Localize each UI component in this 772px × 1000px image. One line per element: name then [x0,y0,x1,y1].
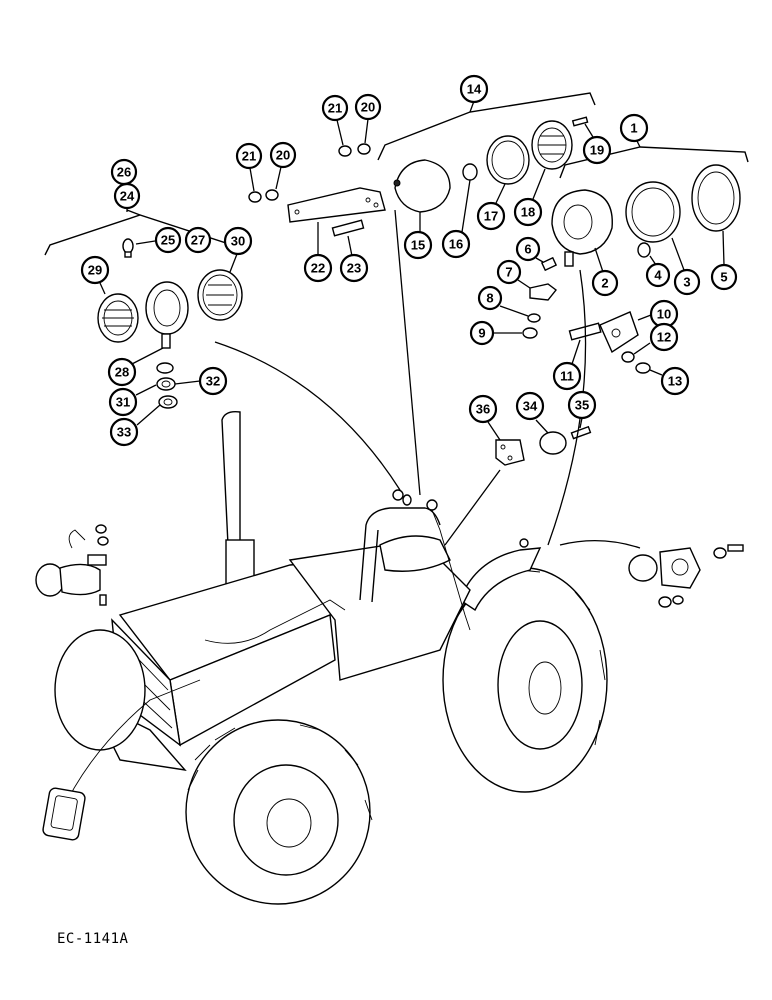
svg-text:1: 1 [630,121,637,136]
svg-text:7: 7 [505,265,512,280]
svg-text:35: 35 [575,398,589,413]
svg-text:6: 6 [524,242,531,257]
svg-text:9: 9 [478,326,485,341]
svg-text:24: 24 [120,189,135,204]
callout-18: 18 [513,168,546,227]
callout-14: 14 [459,74,489,113]
callout-25: 25 [135,226,182,254]
svg-text:5: 5 [720,270,727,285]
callout-3: 3 [671,237,701,296]
callout-29: 29 [80,255,110,295]
callout-6: 6 [515,236,544,263]
callout-10: 10 [637,299,679,329]
tail-lamp-part [42,787,86,841]
callout-26: 26 [110,158,138,186]
callout-2: 2 [591,247,619,297]
svg-text:25: 25 [161,233,175,248]
callout-20-lower: 20 [269,141,297,190]
callout-7: 7 [496,259,531,289]
svg-text:10: 10 [657,307,671,322]
callout-24: 24 [113,182,141,212]
cab-light-parts [495,425,592,466]
figure-code: EC-1141A [57,931,129,947]
callout-17: 17 [476,183,506,231]
svg-text:12: 12 [657,330,671,345]
upper-lamp-assembly [248,116,589,237]
callout-21-upper: 21 [321,94,349,146]
callout-32: 32 [174,366,228,396]
callout-20-upper: 20 [354,93,382,144]
svg-text:11: 11 [560,369,574,384]
callout-34: 34 [515,391,549,434]
callout-9: 9 [469,320,522,346]
callout-35: 35 [567,390,597,429]
callouts: 1 2 3 4 5 6 [80,74,738,447]
callout-11: 11 [552,339,582,391]
callout-27: 27 [184,226,212,254]
callout-28: 28 [107,347,164,387]
svg-text:2: 2 [601,276,608,291]
callout-1: 1 [619,113,649,148]
svg-text:13: 13 [668,374,682,389]
svg-text:30: 30 [231,234,245,249]
svg-text:23: 23 [347,261,361,276]
tractor-outline [54,410,608,905]
svg-text:19: 19 [590,143,604,158]
horn-assembly [35,524,109,606]
svg-text:33: 33 [117,425,131,440]
svg-text:21: 21 [242,149,256,164]
callout-5: 5 [710,230,738,291]
svg-text:28: 28 [115,365,129,380]
work-lamp-assembly [522,164,741,374]
svg-text:32: 32 [206,374,220,389]
svg-text:26: 26 [117,165,131,180]
callout-30: 30 [223,226,253,273]
svg-text:18: 18 [521,205,535,220]
svg-text:4: 4 [654,268,662,283]
callout-8: 8 [477,285,529,317]
svg-text:14: 14 [467,82,482,97]
svg-text:31: 31 [116,395,130,410]
callout-23: 23 [339,235,369,283]
callout-13: 13 [649,366,690,396]
svg-text:34: 34 [523,399,538,414]
callout-4: 4 [645,255,671,288]
svg-text:16: 16 [449,237,463,252]
svg-text:27: 27 [191,233,205,248]
svg-text:17: 17 [484,209,498,224]
svg-text:36: 36 [476,402,490,417]
callout-36: 36 [468,394,501,441]
svg-text:20: 20 [276,148,290,163]
callout-15: 15 [403,212,433,260]
svg-text:8: 8 [486,291,493,306]
callout-33: 33 [109,404,161,447]
callout-31: 31 [108,384,157,417]
trailer-socket-assembly [628,544,744,608]
callout-22: 22 [303,222,333,283]
svg-text:21: 21 [328,101,342,116]
svg-text:20: 20 [361,100,375,115]
svg-text:22: 22 [311,261,325,276]
callout-16: 16 [441,179,471,259]
svg-text:15: 15 [411,238,425,253]
svg-text:3: 3 [683,275,690,290]
callout-12: 12 [633,322,679,355]
rear-lamp-assembly [97,238,243,409]
svg-text:29: 29 [88,263,102,278]
callout-19: 19 [582,123,612,165]
callout-21-lower: 21 [235,142,263,192]
